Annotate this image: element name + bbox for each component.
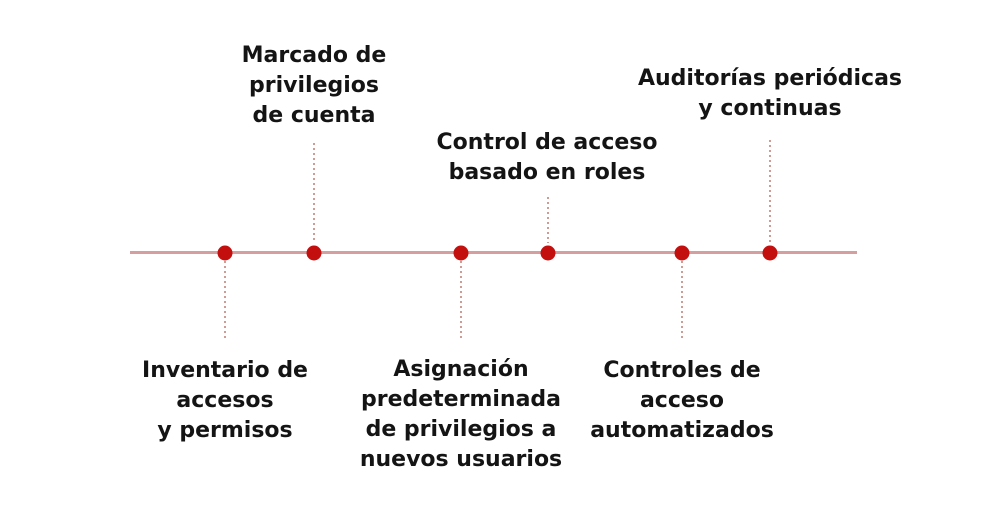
label-line: Control de acceso	[436, 130, 658, 155]
connector-line-marcado	[313, 143, 315, 243]
connector-line-inventario	[224, 261, 226, 340]
label-line: Auditorías periódicas	[637, 66, 903, 91]
connector-line-asignacion	[460, 261, 462, 340]
label-line: accesos	[176, 388, 274, 413]
timeline-dot-control	[540, 245, 556, 261]
milestone-label-marcado: Marcado de privilegios de cuenta	[242, 41, 387, 131]
label-line: Inventario de	[142, 358, 308, 383]
label-line: y permisos	[157, 418, 293, 443]
label-line: acceso	[639, 388, 725, 413]
connector-line-controles	[681, 261, 683, 340]
label-line: nuevos usuarios	[359, 447, 563, 472]
label-line: de privilegios a	[365, 417, 557, 442]
milestone-label-auditorias: Auditorías periódicas y continuas	[638, 64, 902, 124]
timeline-dot-controles	[674, 245, 690, 261]
timeline-axis-line	[130, 251, 857, 254]
timeline-dot-auditorias	[762, 245, 778, 261]
connector-line-auditorias	[769, 140, 771, 243]
connector-line-control	[547, 197, 549, 243]
milestone-label-inventario: Inventario de accesos y permisos	[142, 356, 308, 446]
timeline-dot-marcado	[306, 245, 322, 261]
label-line: de cuenta	[252, 103, 376, 128]
label-line: automatizados	[590, 418, 774, 443]
timeline-dot-inventario	[217, 245, 233, 261]
milestone-label-controles: Controles de acceso automatizados	[590, 356, 774, 446]
label-line: y continuas	[698, 96, 842, 121]
label-line: Asignación	[393, 357, 529, 382]
milestone-label-asignacion: Asignación predeterminada de privilegios…	[360, 355, 562, 475]
label-line: Controles de	[603, 358, 761, 383]
timeline-dot-asignacion	[453, 245, 469, 261]
label-line: Marcado de	[241, 43, 387, 68]
label-line: predeterminada	[360, 387, 562, 412]
label-line: basado en roles	[448, 160, 646, 185]
label-line: privilegios	[249, 73, 379, 98]
milestone-label-control: Control de acceso basado en roles	[437, 128, 658, 188]
